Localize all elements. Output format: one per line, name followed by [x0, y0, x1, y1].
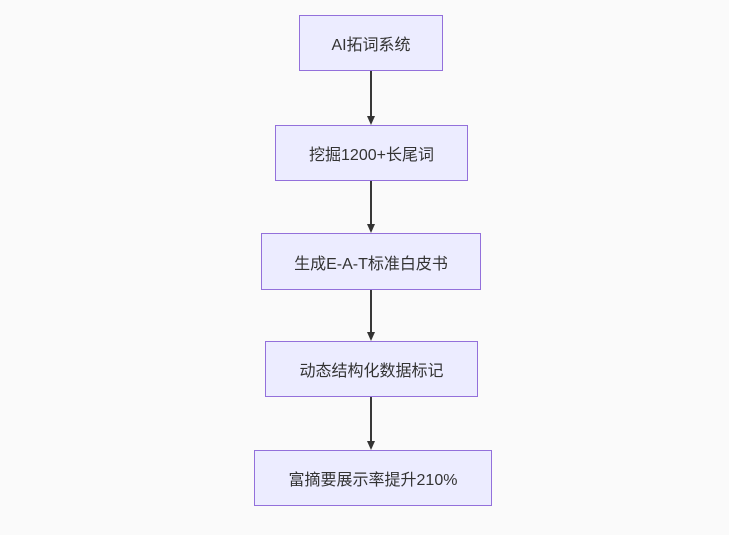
node-label: AI拓词系统 — [331, 37, 411, 54]
arrow-line — [370, 71, 372, 117]
arrow-line — [370, 290, 372, 333]
flowchart-node-generate-eat-whitepaper: 生成E-A-T标准白皮书 — [261, 233, 481, 290]
arrow-line — [370, 181, 372, 225]
arrow-line — [370, 397, 372, 442]
node-label: 挖掘1200+长尾词 — [309, 147, 434, 164]
flowchart-node-rich-snippet-rate-increase: 富摘要展示率提升210% — [254, 450, 492, 506]
node-label: 富摘要展示率提升210% — [288, 472, 458, 489]
arrow-down-icon — [367, 441, 375, 450]
flowchart-node-mine-longtail-keywords: 挖掘1200+长尾词 — [275, 125, 468, 181]
flowchart-edge-3 — [366, 290, 376, 341]
node-label: 生成E-A-T标准白皮书 — [294, 255, 448, 273]
flowchart-node-ai-word-expansion-system: AI拓词系统 — [299, 15, 443, 71]
arrow-down-icon — [367, 224, 375, 233]
node-label: 动态结构化数据标记 — [299, 363, 444, 380]
flowchart-edge-4 — [366, 397, 376, 450]
arrow-down-icon — [367, 116, 375, 125]
flowchart-edge-2 — [366, 181, 376, 233]
flowchart-edge-1 — [366, 71, 376, 125]
flowchart-node-dynamic-structured-data-markup: 动态结构化数据标记 — [265, 341, 478, 397]
arrow-down-icon — [367, 332, 375, 341]
